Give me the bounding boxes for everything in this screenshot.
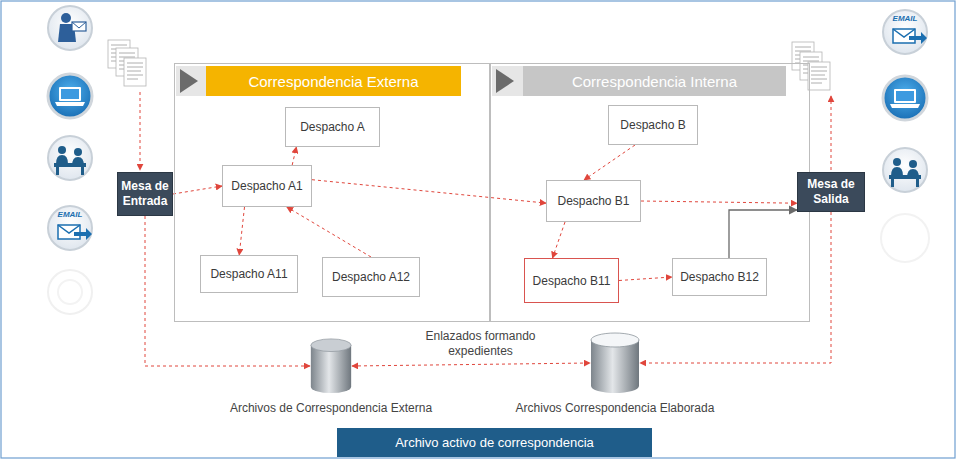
documents-icon [792, 42, 830, 90]
dashed-arrow [140, 92, 141, 170]
database: Archivos de Correspondencia Externa [310, 338, 352, 394]
flow-connector [292, 147, 296, 165]
flow-connector [312, 180, 546, 203]
node-text: Despacho B11 [533, 274, 611, 288]
exit-desk: Mesa de Salida [797, 172, 865, 212]
node-text: Despacho A12 [332, 270, 410, 284]
email-icon [883, 10, 927, 54]
icon-label: EMAIL [58, 210, 83, 219]
process-box: Despacho A1 [222, 165, 312, 207]
flow-connector [584, 145, 635, 180]
header-band: Correspondencia Externa [206, 66, 461, 96]
node-text: Mesa de Entrada [121, 179, 169, 209]
node-text: Despacho A11 [210, 267, 287, 281]
node-text: Despacho B12 [680, 270, 759, 284]
dashed-arrow [831, 96, 832, 170]
database: Archivos Correspondencia Elaborada [590, 332, 640, 394]
chevron [176, 66, 207, 96]
title-band: Archivo activo de correspondencia [337, 428, 652, 457]
flow-connector [641, 201, 797, 203]
faded-icon [58, 280, 82, 304]
process-box: Despacho A11 [200, 255, 298, 293]
web-icon [883, 76, 927, 120]
process-box: Despacho B12 [672, 258, 767, 296]
panel: Correspondencia InternaDespacho B Despach… [490, 63, 810, 322]
flow-connector [640, 212, 831, 363]
chevron [492, 66, 523, 96]
node-text: Despacho A1 [231, 179, 302, 193]
flow-connector [729, 210, 797, 258]
counter-icon [883, 148, 927, 192]
flow-connector [352, 363, 590, 366]
flow-connector [173, 186, 222, 194]
node-text: Archivos Correspondencia Elaborada [516, 401, 715, 415]
node-text: Mesa de Salida [801, 177, 861, 207]
post-icon [48, 6, 92, 50]
process-box: Despacho B1 [546, 180, 641, 222]
email-icon [48, 206, 92, 250]
node-text: Correspondencia Externa [248, 73, 418, 90]
flow-connector [619, 277, 672, 281]
documents-icon [108, 40, 146, 86]
process-box: Despacho B [608, 105, 698, 145]
flow-connector [145, 216, 310, 366]
database-cylinder [590, 332, 640, 394]
flow-connector [239, 207, 244, 255]
process-box: Despacho A12 [322, 257, 420, 297]
node-text: Archivos de Correspondencia Externa [230, 401, 432, 415]
panel: Correspondencia ExternaDespacho A Despach… [174, 63, 490, 322]
node-text: Despacho B1 [557, 194, 629, 208]
database-cylinder [310, 338, 352, 394]
process-box: Despacho B11 [524, 258, 619, 303]
flow-connector [553, 222, 566, 258]
process-box: Despacho A [285, 107, 380, 147]
flow-connector [287, 207, 371, 257]
node-text: Despacho A [300, 120, 365, 134]
chevron-arrow [176, 66, 207, 96]
icon-label: EMAIL [893, 14, 918, 23]
faded-icon [881, 214, 929, 262]
chevron-arrow [492, 66, 523, 96]
counter-icon [48, 136, 92, 180]
node-text: Despacho B [620, 118, 685, 132]
node-text: Correspondencia Interna [572, 73, 737, 90]
web-icon [48, 74, 92, 118]
entry-desk: Mesa de Entrada [117, 172, 173, 216]
header-band: Correspondencia Interna [523, 66, 786, 96]
note-label: Enlazados formando expedientes [413, 329, 548, 359]
faded-icon [48, 270, 92, 314]
node-text: Archivo activo de correspondencia [395, 435, 594, 450]
